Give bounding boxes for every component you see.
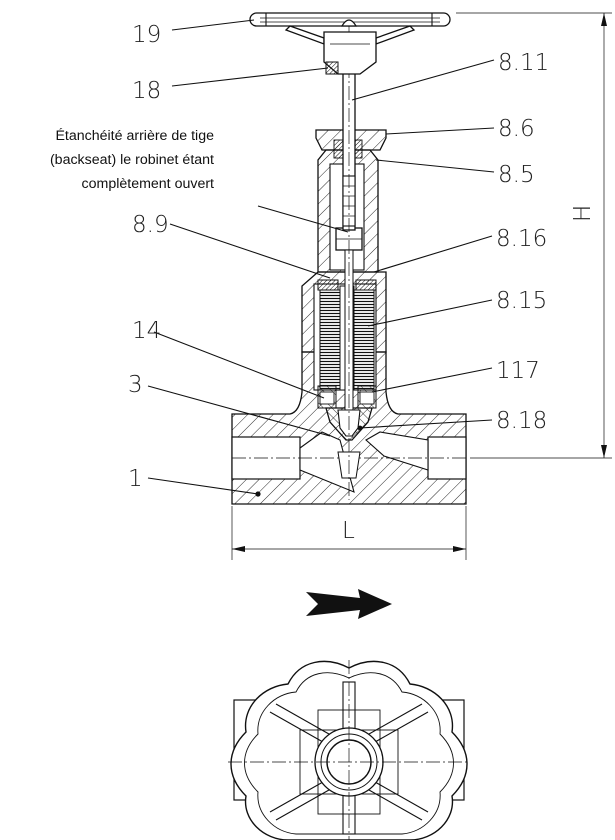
callout-3: 3	[128, 372, 143, 398]
callout-8-15: 8.15	[496, 288, 547, 314]
callout-8-9: 8.9	[132, 212, 169, 238]
callout-1: 1	[128, 466, 143, 492]
callout-labels: 19 18 8.11 8.6 8.5 8.9 8.16 8.15 14 117 …	[128, 22, 549, 492]
handwheel	[249, 12, 451, 75]
top-view	[228, 660, 470, 840]
note-line-3: complètement ouvert	[82, 176, 215, 192]
callout-18: 18	[132, 78, 161, 104]
callout-8-5: 8.5	[498, 162, 535, 188]
callout-14: 14	[132, 318, 161, 344]
callout-8-6: 8.6	[498, 116, 535, 142]
callout-19: 19	[132, 22, 161, 48]
flow-direction-arrow-icon	[306, 589, 392, 619]
bonnet-lower	[301, 271, 387, 409]
dimension-length: L	[231, 506, 467, 560]
callout-8-18: 8.18	[496, 408, 547, 434]
note-line-2: (backseat) le robinet étant	[50, 152, 214, 168]
leader-lines	[147, 19, 495, 497]
dimension-l-label: L	[342, 518, 355, 544]
valve-stem	[342, 20, 356, 500]
dimension-height: H	[456, 12, 612, 459]
section-view	[231, 12, 467, 505]
callout-117: 117	[496, 358, 540, 384]
backseat-note: Étanchéité arrière de tige (backseat) le…	[50, 127, 214, 192]
dimension-h-label: H	[570, 205, 596, 222]
note-line-1: Étanchéité arrière de tige	[55, 127, 214, 144]
callout-8-11: 8.11	[498, 50, 549, 76]
callout-8-16: 8.16	[496, 226, 547, 252]
